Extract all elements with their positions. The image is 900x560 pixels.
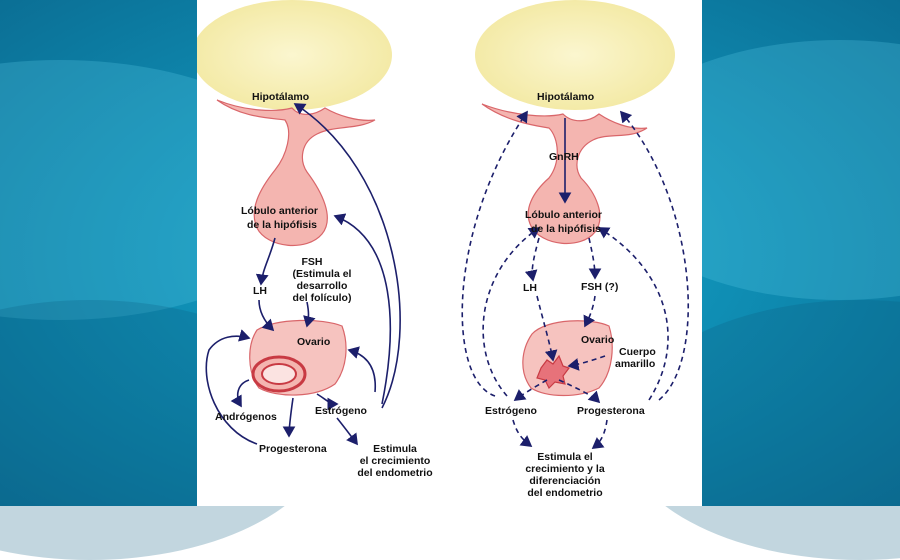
diagram-svg: Hipotálamo Lóbulo anterior de la hipófis… xyxy=(197,0,689,499)
arrow-corpus-to-estrogen-dashed xyxy=(513,379,548,401)
pituitary-gland xyxy=(216,99,376,247)
arrow-estrogen-to-hypothalamus-dashed xyxy=(461,110,528,397)
left-fsh-label-3: desarrollo xyxy=(297,280,348,292)
left-pituitary-label-2: de la hipófisis xyxy=(247,219,317,231)
arrow-estrogen-to-ovary xyxy=(347,346,376,393)
right-endometrium-label-3: diferenciación xyxy=(529,475,600,487)
arrow-estrogen-to-endometrium xyxy=(336,417,358,446)
arrow-progesterone-to-pituitary-dashed xyxy=(597,227,669,401)
arrow-progesterone-to-hypothalamus-dashed xyxy=(619,110,689,401)
left-fsh-label-2: (Estimula el xyxy=(293,268,352,280)
right-pituitary-label-1: Lóbulo anterior xyxy=(525,209,602,221)
diagram-panel: Hipotálamo Lóbulo anterior de la hipófis… xyxy=(197,0,702,506)
left-lh-label: LH xyxy=(253,285,267,297)
arrow-pituitary-to-lh xyxy=(255,237,276,286)
right-progesterone-label: Progesterona xyxy=(577,405,645,417)
arrow-ovary-to-androgens xyxy=(230,379,250,408)
arrow-pituitary-to-lh-dashed xyxy=(524,237,540,282)
left-fsh-label-4: del folículo) xyxy=(293,292,352,304)
right-diagram: Hipotálamo GnRH Lóbulo anterior de la hi… xyxy=(461,0,689,499)
arrow-progesterone-to-endometrium-dashed xyxy=(591,419,608,449)
arrow-corpus-to-progesterone-dashed xyxy=(558,379,601,404)
right-ovary-label: Ovario xyxy=(581,334,614,346)
right-gnrh-label: GnRH xyxy=(549,151,579,163)
arrow-ovary-to-corpus-dashed xyxy=(567,355,606,371)
right-endometrium-label-1: Estimula el xyxy=(537,451,593,463)
right-endometrium-label-2: crecimiento y la xyxy=(525,463,605,475)
arrow-ovary-to-estrogen xyxy=(316,393,339,411)
arrow-fsh-to-ovary xyxy=(303,301,316,328)
left-arrows xyxy=(205,103,401,446)
left-progesterone-label: Progesterona xyxy=(259,443,327,455)
left-diagram: Hipotálamo Lóbulo anterior de la hipófis… xyxy=(197,0,433,479)
right-arrows xyxy=(461,110,689,449)
left-hypothalamus-label: Hipotálamo xyxy=(252,91,309,103)
right-hypothalamus-label: Hipotálamo xyxy=(537,91,594,103)
left-estrogen-label: Estrógeno xyxy=(315,405,367,417)
left-pituitary-label-1: Lóbulo anterior xyxy=(241,205,318,217)
right-fsh-label: FSH (?) xyxy=(581,281,618,293)
hypothalamus-region xyxy=(475,0,675,110)
arrow-estrogen-to-pituitary xyxy=(333,213,392,405)
left-androgens-label: Andrógenos xyxy=(215,411,277,423)
right-corpus-label-2: amarillo xyxy=(615,358,655,370)
follicle-inner xyxy=(261,363,297,385)
left-ovary-label: Ovario xyxy=(297,336,330,348)
arrow-pituitary-to-fsh-dashed xyxy=(588,237,602,280)
arrow-lh-to-ovary xyxy=(258,299,275,332)
left-endometrium-label-3: del endometrio xyxy=(357,467,432,479)
arrow-estrogen-to-hypothalamus xyxy=(293,103,401,409)
right-estrogen-label: Estrógeno xyxy=(485,405,537,417)
right-lh-label: LH xyxy=(523,282,537,294)
arrow-progesterone-to-ovary xyxy=(205,329,258,445)
right-corpus-label-1: Cuerpo xyxy=(619,346,656,358)
right-endometrium-label-4: del endometrio xyxy=(527,487,602,499)
left-fsh-label-1: FSH xyxy=(302,256,323,268)
hypothalamus-region xyxy=(197,0,392,110)
left-endometrium-label-2: el crecimiento xyxy=(360,455,431,467)
right-pituitary-label-2: de la hipófisis xyxy=(531,223,601,235)
arrow-estrogen-to-pituitary-dashed xyxy=(482,227,541,397)
arrow-fsh-to-ovary-dashed xyxy=(583,295,596,328)
left-endometrium-label-1: Estimula xyxy=(373,443,417,455)
arrow-ovary-to-progesterone xyxy=(282,397,296,438)
arrow-estrogen-to-endometrium-dashed xyxy=(512,419,533,447)
corpus-luteum xyxy=(536,354,570,390)
